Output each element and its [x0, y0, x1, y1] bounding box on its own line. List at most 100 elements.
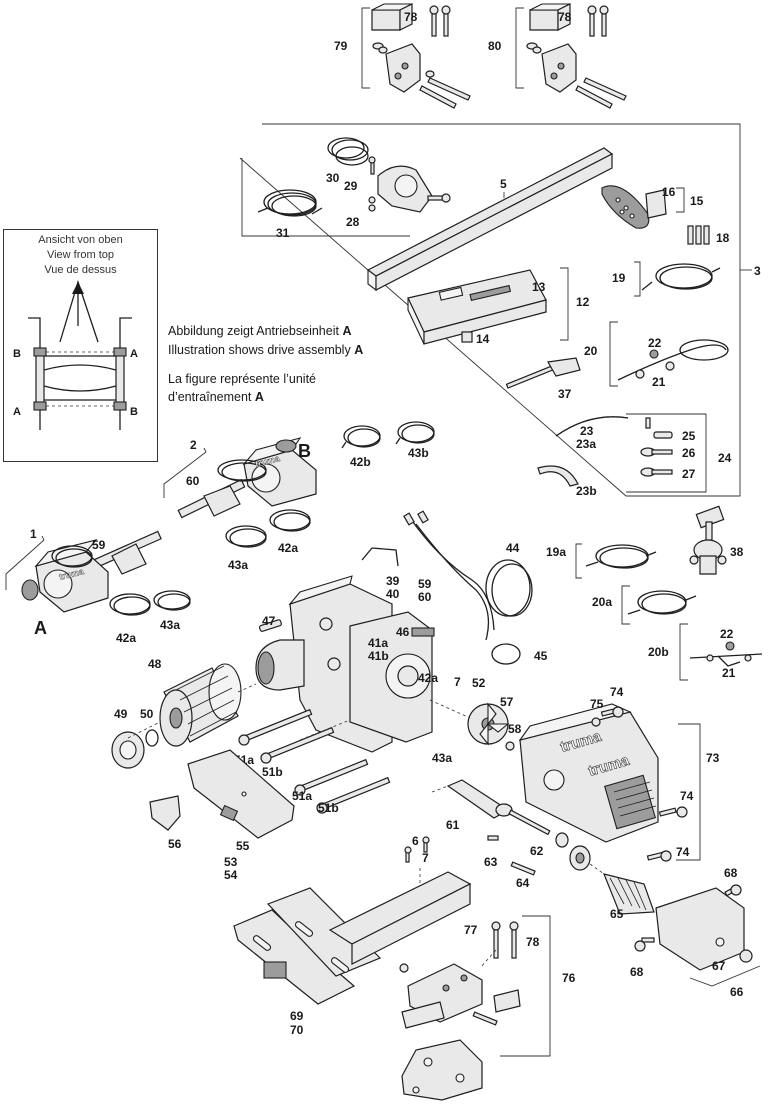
part-label-19a: 19a	[546, 545, 566, 559]
rail-5	[366, 147, 614, 292]
part-label-41b: 41b	[368, 649, 389, 663]
part-label-78: 78	[404, 10, 418, 24]
screws-74-75	[591, 706, 688, 862]
part-label-54: 54	[224, 868, 238, 882]
part-label-23b: 23b	[576, 484, 597, 498]
control-box-13	[407, 267, 569, 345]
part-label-42a: 42a	[278, 541, 298, 555]
part-label-61: 61	[446, 818, 460, 832]
part-label-18: 18	[716, 231, 730, 245]
inset-marker-a-left: A	[13, 406, 21, 418]
part-label-31: 31	[276, 226, 290, 240]
part-label-14: 14	[476, 332, 490, 346]
washer-62	[555, 832, 569, 848]
inset-marker-b-left: B	[13, 348, 21, 360]
part-label-22: 22	[648, 336, 662, 350]
part-label-25: 25	[682, 429, 696, 443]
cap-49	[111, 731, 145, 769]
part-label-67: 67	[712, 959, 726, 973]
part-label-74-c: 74	[676, 845, 690, 859]
part-label-64: 64	[516, 876, 530, 890]
part-label-43a-c: 43a	[432, 751, 452, 765]
part-label-49: 49	[114, 707, 128, 721]
drive-assembly-b	[163, 437, 317, 548]
assembly-guides	[127, 683, 497, 969]
crank-37	[505, 357, 581, 389]
caption-en-text: Illustration shows drive assembly	[168, 343, 355, 357]
part-label-60-b: 60	[418, 590, 432, 604]
cable-42b	[341, 425, 381, 449]
lever-56	[149, 795, 181, 831]
end-cap-66	[634, 884, 761, 987]
drive-letter-b: B	[298, 441, 311, 461]
pin-63	[487, 835, 499, 841]
switch-38	[689, 505, 727, 575]
inset-marker-a-right: A	[130, 348, 138, 360]
part-label-59: 59	[92, 538, 106, 552]
part-label-74: 74	[610, 685, 624, 699]
part-label-2: 2	[190, 438, 197, 452]
part-label-70: 70	[290, 1023, 304, 1037]
drive-assembly-a	[5, 530, 191, 616]
part-label-12: 12	[576, 295, 590, 309]
caption-de: Abbildung zeigt Antriebseinheit A	[168, 324, 351, 338]
top-view-sketch	[28, 279, 132, 430]
part-label-53: 53	[224, 855, 238, 869]
spindle-61	[431, 779, 551, 836]
part-label-48: 48	[148, 657, 162, 671]
part-label-51a-b: 51a	[292, 789, 312, 803]
part-label-27: 27	[682, 467, 696, 481]
part-label-7: 7	[454, 675, 461, 689]
motor-cover-73	[518, 703, 701, 861]
part-label-68: 68	[724, 866, 738, 880]
part-label-22-b: 22	[720, 627, 734, 641]
flex-hose-23	[555, 416, 629, 437]
part-label-69: 69	[290, 1009, 304, 1023]
ring-50	[145, 729, 159, 747]
part-label-78-b: 78	[558, 10, 572, 24]
part-label-16: 16	[662, 185, 676, 199]
part-label-30: 30	[326, 171, 340, 185]
part-label-24: 24	[718, 451, 732, 465]
caption-fr-line1: La figure représente l’unité	[168, 372, 317, 386]
mounting-kit-76	[399, 915, 551, 1101]
caption-fr-line2: d’entraînement A	[168, 390, 264, 404]
part-label-41a: 41a	[368, 636, 388, 650]
part-label-23: 23	[580, 424, 594, 438]
part-label-37: 37	[558, 387, 572, 401]
remote-control-15	[601, 185, 710, 245]
part-label-56: 56	[168, 837, 182, 851]
fittings-24	[626, 413, 707, 493]
part-label-43a: 43a	[228, 558, 248, 572]
part-label-52: 52	[472, 676, 486, 690]
mounting-kit-80	[515, 3, 627, 109]
part-label-55: 55	[236, 839, 250, 853]
fan-57	[467, 702, 515, 751]
part-label-51b-b: 51b	[318, 801, 339, 815]
part-label-62: 62	[530, 844, 544, 858]
part-label-29: 29	[344, 179, 358, 193]
part-label-60: 60	[186, 474, 200, 488]
cable-20a	[621, 585, 697, 625]
part-label-20: 20	[584, 344, 598, 358]
part-label-75: 75	[590, 697, 604, 711]
caption-de-letter: A	[342, 324, 352, 338]
part-label-65: 65	[610, 907, 624, 921]
part-label-1: 1	[30, 527, 37, 541]
bolts-51	[238, 708, 391, 814]
part-label-20b: 20b	[648, 645, 669, 659]
part-label-46: 46	[396, 625, 410, 639]
cable-31	[257, 189, 323, 217]
drive-letter-a: A	[34, 618, 47, 638]
cable-19	[634, 261, 721, 297]
caption-en-letter: A	[354, 343, 364, 357]
inset-title-en: View from top	[46, 249, 115, 261]
cable-ties-44	[485, 559, 533, 617]
inset-marker-b-right: B	[130, 406, 138, 418]
part-label-7-b: 7	[422, 851, 429, 865]
part-label-13: 13	[532, 280, 546, 294]
part-label-21: 21	[652, 375, 666, 389]
drive-roller-48	[159, 663, 242, 747]
clip-23b	[537, 465, 579, 487]
part-label-43b: 43b	[408, 446, 429, 460]
